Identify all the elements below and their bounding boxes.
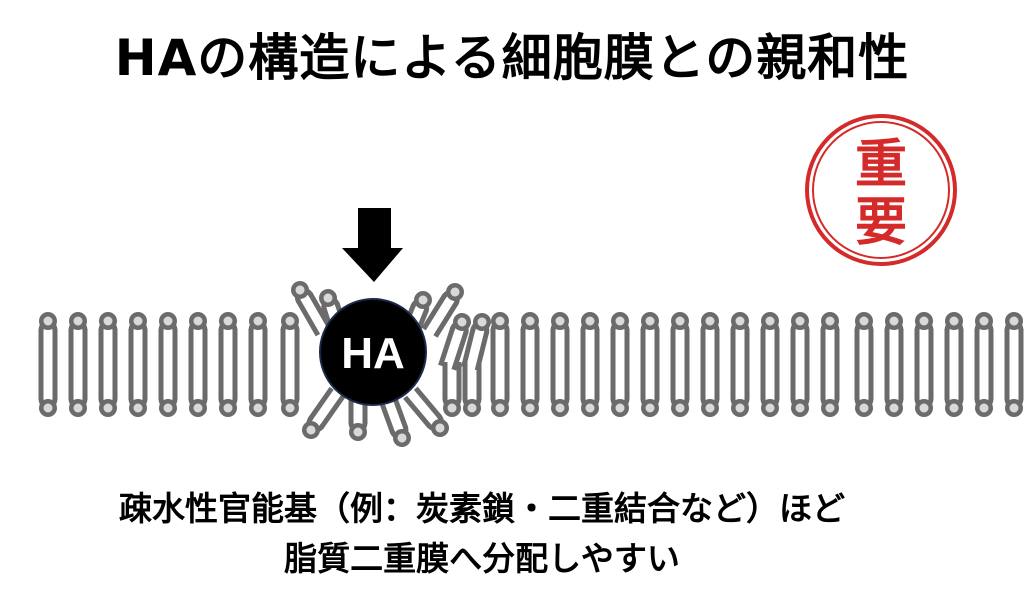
page-title: HAの構造による細胞膜との親和性 bbox=[114, 29, 910, 87]
stamp-char-1: 重 bbox=[855, 134, 907, 195]
important-stamp: 重 要 bbox=[805, 114, 957, 266]
caption-line-2: 脂質二重膜へ分配しやすい bbox=[284, 539, 680, 578]
membrane-left bbox=[39, 312, 299, 417]
ha-molecule: HA bbox=[319, 298, 427, 406]
down-arrow-icon bbox=[342, 208, 403, 282]
membrane-right bbox=[491, 312, 1023, 417]
caption-line-1: 疎水性官能基（例：炭素鎖・二重結合など）ほど bbox=[119, 489, 845, 528]
stamp-char-2: 要 bbox=[855, 192, 907, 253]
ha-label: HA bbox=[341, 329, 405, 378]
